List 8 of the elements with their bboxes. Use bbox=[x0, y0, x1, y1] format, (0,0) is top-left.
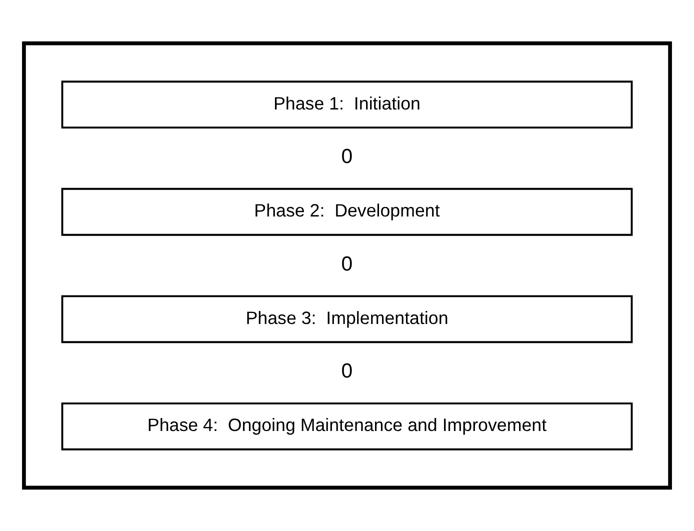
label: 0 bbox=[341, 360, 353, 383]
cluster bbox=[22, 41, 672, 490]
node-box: Phase 2: Development bbox=[61, 188, 633, 236]
node-box: Phase 4: Ongoing Maintenance and Improvement bbox=[61, 402, 633, 450]
node-box: Phase 3: Implementation bbox=[61, 295, 633, 344]
node-box: Phase 1: Initiation bbox=[61, 80, 633, 129]
label: 0 bbox=[341, 253, 353, 276]
label: 0 bbox=[341, 146, 353, 168]
